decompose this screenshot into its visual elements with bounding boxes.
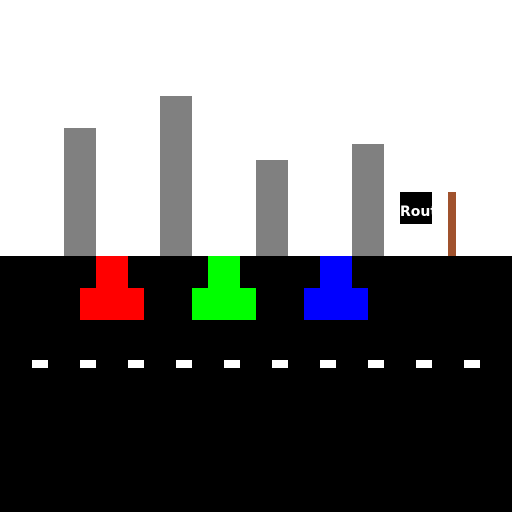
building-2 — [160, 96, 192, 256]
lane-dash — [176, 360, 192, 368]
car-red[interactable] — [80, 256, 144, 320]
car-blue-body — [304, 288, 368, 320]
car-green[interactable] — [192, 256, 256, 320]
lane-dash — [272, 360, 288, 368]
car-blue[interactable] — [304, 256, 368, 320]
lane-dash — [32, 360, 48, 368]
car-red-cabin — [96, 256, 128, 288]
lane-dash — [224, 360, 240, 368]
lane-dash — [464, 360, 480, 368]
route-sign-label: Route — [400, 204, 447, 220]
lane-dash — [416, 360, 432, 368]
car-green-cabin — [208, 256, 240, 288]
lane-dash — [128, 360, 144, 368]
car-green-body — [192, 288, 256, 320]
car-red-body — [80, 288, 144, 320]
lane-dash — [368, 360, 384, 368]
building-4 — [352, 144, 384, 256]
route-sign: Route — [400, 192, 447, 224]
sign-post — [448, 192, 456, 256]
building-3 — [256, 160, 288, 256]
building-1 — [64, 128, 96, 256]
lane-dash — [320, 360, 336, 368]
lane-dash — [80, 360, 96, 368]
road — [0, 256, 512, 512]
car-blue-cabin — [320, 256, 352, 288]
